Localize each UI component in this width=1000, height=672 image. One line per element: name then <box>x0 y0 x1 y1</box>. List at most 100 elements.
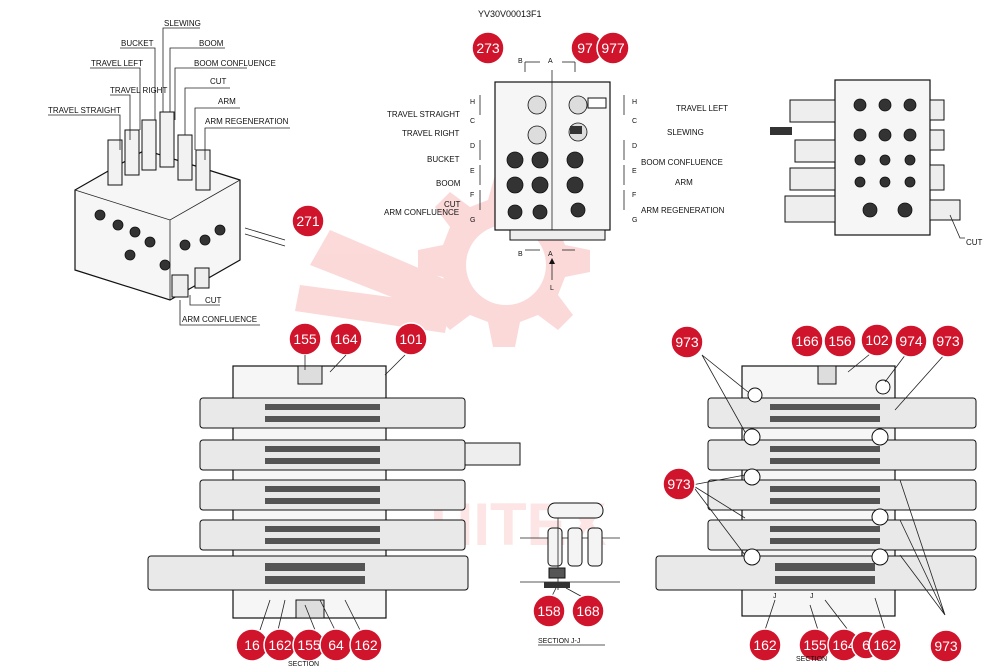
svg-text:D: D <box>632 143 637 150</box>
iso-label-arm-regeneration: ARM REGENERATION <box>205 117 289 126</box>
part-badge-973-top-left[interactable]: 973 <box>670 325 704 359</box>
part-badge-162-left-a[interactable]: 162 <box>263 628 297 662</box>
svg-text:164: 164 <box>832 637 856 653</box>
svg-text:973: 973 <box>667 476 691 492</box>
section-right: J J 973 166 156 102 974 973 973 162 155 <box>655 323 977 663</box>
part-badge-164-right[interactable]: 164 <box>827 628 861 662</box>
part-badge-273[interactable]: 273 <box>471 31 505 65</box>
side-view: CUT <box>770 79 983 247</box>
front-top-mark-a: A <box>548 58 553 65</box>
svg-text:158: 158 <box>537 603 561 619</box>
front-bottom-mark-a: A <box>548 251 553 258</box>
front-label-travel-left: TRAVEL LEFT <box>676 104 728 113</box>
part-badge-164-top[interactable]: 164 <box>329 322 363 356</box>
front-label-boom: BOOM <box>436 179 461 188</box>
svg-text:973: 973 <box>936 333 960 349</box>
svg-text:155: 155 <box>293 331 317 347</box>
svg-text:273: 273 <box>476 40 500 56</box>
part-badge-162-left-b[interactable]: 162 <box>349 628 383 662</box>
iso-label-arm-confluence: ARM CONFLUENCE <box>182 315 257 324</box>
svg-text:H: H <box>470 99 475 106</box>
front-section-letters-right: H C D E F G <box>632 99 637 224</box>
iso-label-slewing: SLEWING <box>164 19 201 28</box>
part-badge-64[interactable]: 64 <box>319 628 353 662</box>
iso-label-bucket: BUCKET <box>121 39 154 48</box>
section-right-j-left: J <box>773 593 777 600</box>
front-arrow-label: L <box>550 285 554 292</box>
part-badge-158[interactable]: 158 <box>532 594 566 628</box>
front-label-cut: CUT <box>444 200 461 209</box>
svg-text:97: 97 <box>577 40 593 56</box>
front-label-bucket: BUCKET <box>427 155 460 164</box>
part-badge-155-bottom[interactable]: 155 <box>292 628 326 662</box>
iso-label-travel-right: TRAVEL RIGHT <box>110 86 167 95</box>
svg-text:156: 156 <box>828 333 852 349</box>
part-badge-97[interactable]: 97 <box>570 31 604 65</box>
svg-text:164: 164 <box>334 331 358 347</box>
svg-text:977: 977 <box>601 40 625 56</box>
front-bottom-mark-b: B <box>518 251 523 258</box>
front-label-travel-straight: TRAVEL STRAIGHT <box>387 110 460 119</box>
svg-text:155: 155 <box>803 637 827 653</box>
front-label-boom-confluence: BOOM CONFLUENCE <box>641 158 723 167</box>
svg-text:64: 64 <box>328 637 344 653</box>
svg-text:C: C <box>470 118 475 125</box>
part-badge-973-top-right[interactable]: 973 <box>931 324 965 358</box>
part-badge-974[interactable]: 974 <box>894 324 928 358</box>
section-right-caption: SECTION <box>796 656 827 663</box>
svg-text:973: 973 <box>675 334 699 350</box>
svg-text:162: 162 <box>873 637 897 653</box>
section-jj: 158 168 SECTION J-J <box>520 502 620 646</box>
front-label-arm-confluence: ARM CONFLUENCE <box>384 208 459 217</box>
svg-text:162: 162 <box>268 637 292 653</box>
part-badge-16[interactable]: 16 <box>235 628 269 662</box>
svg-text:F: F <box>470 192 474 199</box>
svg-text:16: 16 <box>244 637 260 653</box>
svg-text:G: G <box>632 217 637 224</box>
iso-label-arm: ARM <box>218 97 236 106</box>
svg-text:6: 6 <box>862 637 870 653</box>
iso-label-travel-left: TRAVEL LEFT <box>91 59 143 68</box>
part-badge-973-mid[interactable]: 973 <box>662 467 696 501</box>
front-view: B A B A L H C D E F G H C D E F G TRAVEL… <box>384 31 728 292</box>
iso-label-cut: CUT <box>210 77 227 86</box>
part-badge-168[interactable]: 168 <box>571 594 605 628</box>
svg-text:102: 102 <box>865 332 889 348</box>
part-badge-101[interactable]: 101 <box>394 322 428 356</box>
drawing-code: YV30V00013F1 <box>478 9 542 19</box>
front-top-mark-b: B <box>518 58 523 65</box>
front-label-travel-right: TRAVEL RIGHT <box>402 129 459 138</box>
svg-text:H: H <box>632 99 637 106</box>
section-left-caption: SECTION <box>288 661 319 668</box>
part-badge-155-top[interactable]: 155 <box>288 322 322 356</box>
svg-text:E: E <box>470 168 475 175</box>
svg-text:166: 166 <box>795 333 819 349</box>
svg-text:974: 974 <box>899 333 923 349</box>
part-badge-977[interactable]: 977 <box>596 31 630 65</box>
section-jj-caption: SECTION J-J <box>538 638 580 645</box>
svg-text:G: G <box>470 217 475 224</box>
svg-text:C: C <box>632 118 637 125</box>
part-badge-973-bottom[interactable]: 973 <box>929 629 963 663</box>
front-label-arm-regeneration: ARM REGENERATION <box>641 206 725 215</box>
svg-text:973: 973 <box>934 638 958 654</box>
svg-text:155: 155 <box>297 637 321 653</box>
part-badge-166[interactable]: 166 <box>790 324 824 358</box>
front-section-letters-left: H C D E F G <box>470 99 475 224</box>
svg-text:E: E <box>632 168 637 175</box>
part-badge-162-right-b[interactable]: 162 <box>868 628 902 662</box>
front-label-slewing: SLEWING <box>667 128 704 137</box>
svg-text:D: D <box>470 143 475 150</box>
svg-text:F: F <box>632 192 636 199</box>
svg-text:168: 168 <box>576 603 600 619</box>
part-badge-162-right-a[interactable]: 162 <box>748 628 782 662</box>
part-badge-156[interactable]: 156 <box>823 324 857 358</box>
part-badge-102[interactable]: 102 <box>860 323 894 357</box>
iso-label-travel-straight: TRAVEL STRAIGHT <box>48 106 121 115</box>
iso-label-boom-confluence: BOOM CONFLUENCE <box>194 59 276 68</box>
iso-label-cut-bottom: CUT <box>205 296 222 305</box>
section-right-j-right: J <box>810 593 814 600</box>
part-badge-271[interactable]: 271 <box>291 204 325 238</box>
iso-view: SLEWING BUCKET BOOM TRAVEL LEFT BOOM CON… <box>48 19 325 326</box>
